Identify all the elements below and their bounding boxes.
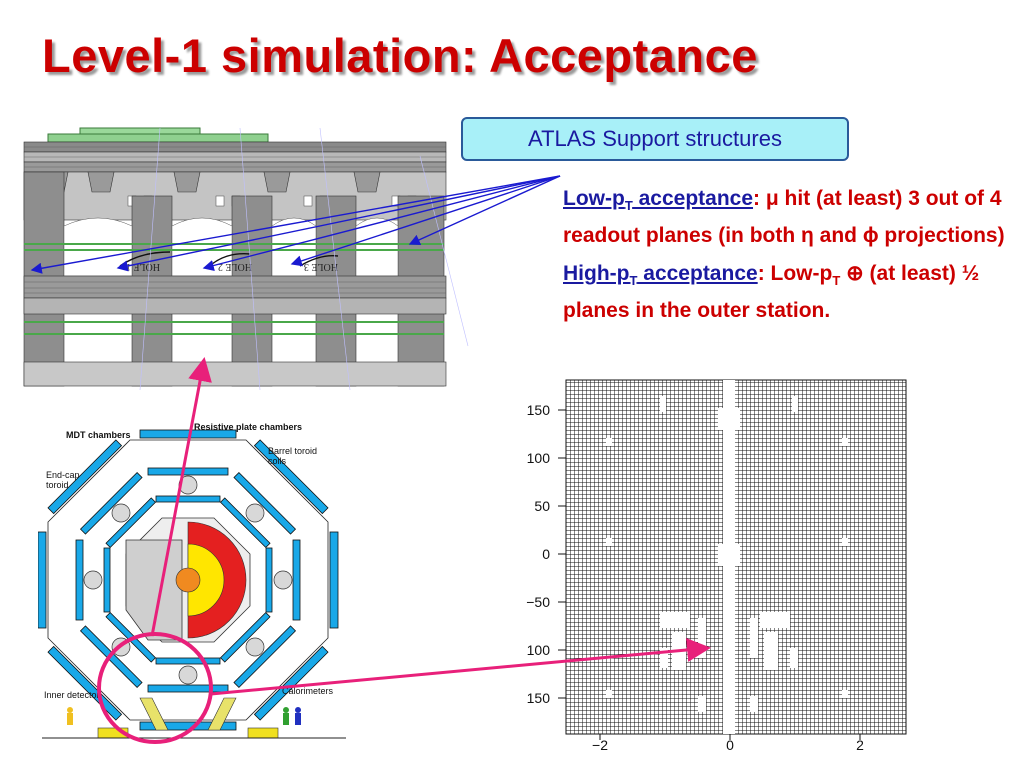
support-structures-label: ATLAS Support structures [461, 117, 849, 161]
barrel-toroid-label: Barrel toroid coils [268, 446, 318, 466]
inner-detector-label: Inner detector [44, 690, 100, 700]
support-structure-drawing: HOLE 1 HOLE 2 HOLE 3 [20, 126, 470, 392]
low-pt-label: Low-pT acceptance [563, 187, 754, 214]
high-pt-description: ⊕ (at least) ½ planes in the outer stati… [563, 262, 980, 323]
y-tick-label: −50 [526, 594, 550, 610]
high-pt-label: High-pT acceptance [563, 262, 758, 289]
rpc-label: Resistive plate chambers [194, 422, 303, 432]
y-tick-label: 0 [542, 546, 550, 562]
endcap-toroid-label: End-cap toroid [46, 470, 80, 490]
hole-label: HOLE 2 [218, 261, 252, 272]
y-tick-label: 150 [527, 690, 551, 706]
mdt-chambers-label: MDT chambers [66, 430, 131, 440]
x-tick-label: −2 [592, 737, 608, 753]
calorimeters-label: Calorimeters [282, 686, 334, 696]
slide-title: Level-1 simulation: Acceptance [42, 29, 758, 82]
low-pt-paragraph: Low-pT acceptance: μ hit (at least) 3 ou… [563, 184, 1008, 251]
acceptance-text: Low-pT acceptance: μ hit (at least) 3 ou… [563, 184, 1008, 334]
low-pt-description: : μ hit (at least) 3 out of 4 readout pl… [563, 187, 1005, 248]
hole-label: HOLE 1 [126, 261, 160, 272]
y-tick-label: 100 [527, 642, 551, 658]
y-tick-label: 100 [527, 450, 551, 466]
hole-label: HOLE 3 [304, 261, 338, 272]
acceptance-map-plot: 150 100 50 0 −50 100 150 −2 0 2 [526, 379, 907, 753]
person-icon [67, 707, 301, 725]
x-tick-label: 0 [726, 737, 734, 753]
x-tick-label: 2 [856, 737, 864, 753]
high-pt-paragraph: High-pT acceptance: Low-pT ⊕ (at least) … [563, 262, 980, 323]
y-tick-label: 150 [527, 402, 551, 418]
y-tick-label: 50 [534, 498, 550, 514]
